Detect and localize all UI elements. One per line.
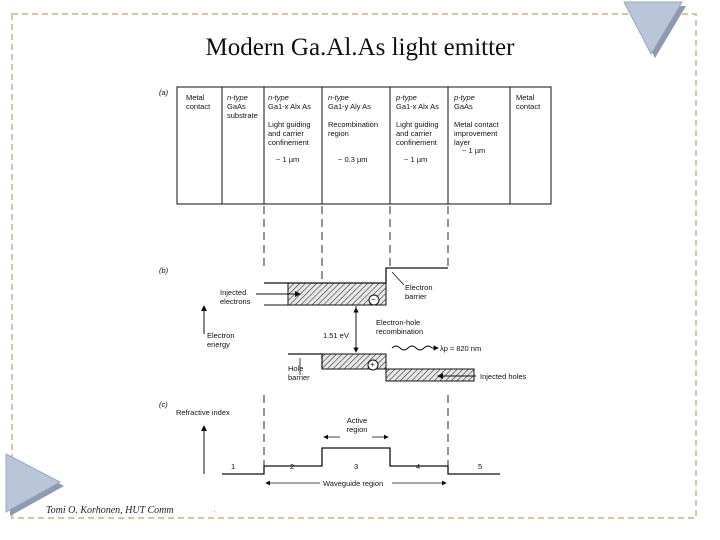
layer-label: GaAs: [227, 102, 246, 111]
hole-barrier-label: Hole barrier: [288, 364, 310, 382]
slide-title: Modern Ga.Al.As light emitter: [205, 34, 515, 61]
layer-label: Ga1-x Alx As: [268, 102, 311, 111]
layer-thickness: ~ 0.3 µm: [338, 155, 368, 164]
refractive-index-profile: [201, 425, 500, 486]
alignment-lines: [263, 206, 449, 470]
electron-symbol: [368, 294, 380, 306]
layer-label: contact: [516, 102, 541, 111]
layer-label: GaAs: [454, 102, 473, 111]
electron-barrier-label: Electron barrier: [405, 283, 433, 301]
layer-label: Ga1-x Alx As: [396, 102, 439, 111]
layer-thickness: ~ 1 µm: [404, 155, 428, 164]
band-diagram: [201, 267, 476, 382]
emission-wave: [391, 345, 433, 351]
layer-label: n-type: [328, 93, 349, 102]
layer-p-gaas-contact: p-type GaAs Metal contact improvement la…: [454, 93, 509, 155]
region-number: 5: [478, 462, 483, 471]
refractive-index-label: Refractive index: [176, 408, 230, 417]
conduction-band: [264, 267, 448, 284]
region-number: 2: [290, 462, 295, 471]
valence-band-left: [288, 353, 323, 369]
corner-triangle-top: [623, 1, 683, 56]
injected-electrons-label: Injected electrons: [220, 288, 251, 306]
layer-label: p-type: [454, 93, 475, 102]
layer-label: substrate: [227, 111, 258, 120]
waveguide-region-label: Waveguide region: [323, 479, 384, 488]
slide-footer: Tomi O. Korhonen, HUT Comm: [46, 505, 174, 516]
wavelength-label: λp ≈ 820 nm: [440, 344, 482, 353]
layer-table-frame: [176, 86, 552, 205]
layer-thickness: ~ 1 µm: [462, 146, 486, 155]
active-region-label: Active region: [346, 416, 368, 434]
layer-label: contact: [186, 102, 211, 111]
layer-label: n-type: [268, 93, 289, 102]
electron-sign: −: [371, 295, 376, 304]
layer-label: p-type: [396, 93, 417, 102]
layer-label: Metal: [186, 93, 205, 102]
hole-sign: +: [370, 360, 375, 369]
layer-thickness: ~ 1 µm: [276, 155, 300, 164]
layer-label: n-type: [227, 93, 248, 102]
index-profile-line: [222, 447, 500, 475]
layer-metal-contact-left: Metal contact: [186, 93, 220, 111]
region-number: 4: [416, 462, 421, 471]
electron-barrier-pointer: [391, 271, 405, 286]
layer-label: Metal: [516, 93, 535, 102]
panel-a-tag: (a): [159, 88, 169, 97]
layer-label: Ga1-y Aly As: [328, 102, 371, 111]
layer-table: [176, 86, 552, 205]
layer-role: Metal contact improvement layer: [454, 120, 499, 147]
corner-triangle-left: [5, 453, 62, 513]
bandgap-label: 1.51 eV: [323, 331, 349, 340]
panel-b-tag: (b): [159, 266, 169, 275]
recombination-label: Electron-hole recombination: [376, 318, 424, 336]
layer-role: Light guiding and carrier confinement: [268, 120, 311, 147]
region-number: 1: [231, 462, 236, 471]
layer-p-confinement: p-type Ga1-x Alx As Light guiding and ca…: [396, 93, 448, 164]
region-number: 3: [354, 462, 359, 471]
panel-c-tag: (c): [159, 400, 168, 409]
footer-dot: .: [214, 508, 216, 514]
slide-frame: [11, 13, 697, 519]
layer-n-confinement: n-type Ga1-x Alx As Light guiding and ca…: [268, 93, 321, 164]
hole-symbol: [367, 359, 379, 371]
layer-role: Light guiding and carrier confinement: [396, 120, 439, 147]
layer-gaas-substrate: n-type GaAs substrate: [227, 93, 263, 120]
layer-metal-contact-right: Metal contact: [516, 93, 550, 111]
injected-holes-label: Injected holes: [480, 372, 527, 381]
layer-role: Recombination region: [328, 120, 379, 138]
electron-energy-label: Electron energy: [207, 331, 235, 349]
hole-well-right: [385, 368, 475, 382]
layer-recombination: n-type Ga1-y Aly As Recombination region…: [328, 93, 388, 164]
